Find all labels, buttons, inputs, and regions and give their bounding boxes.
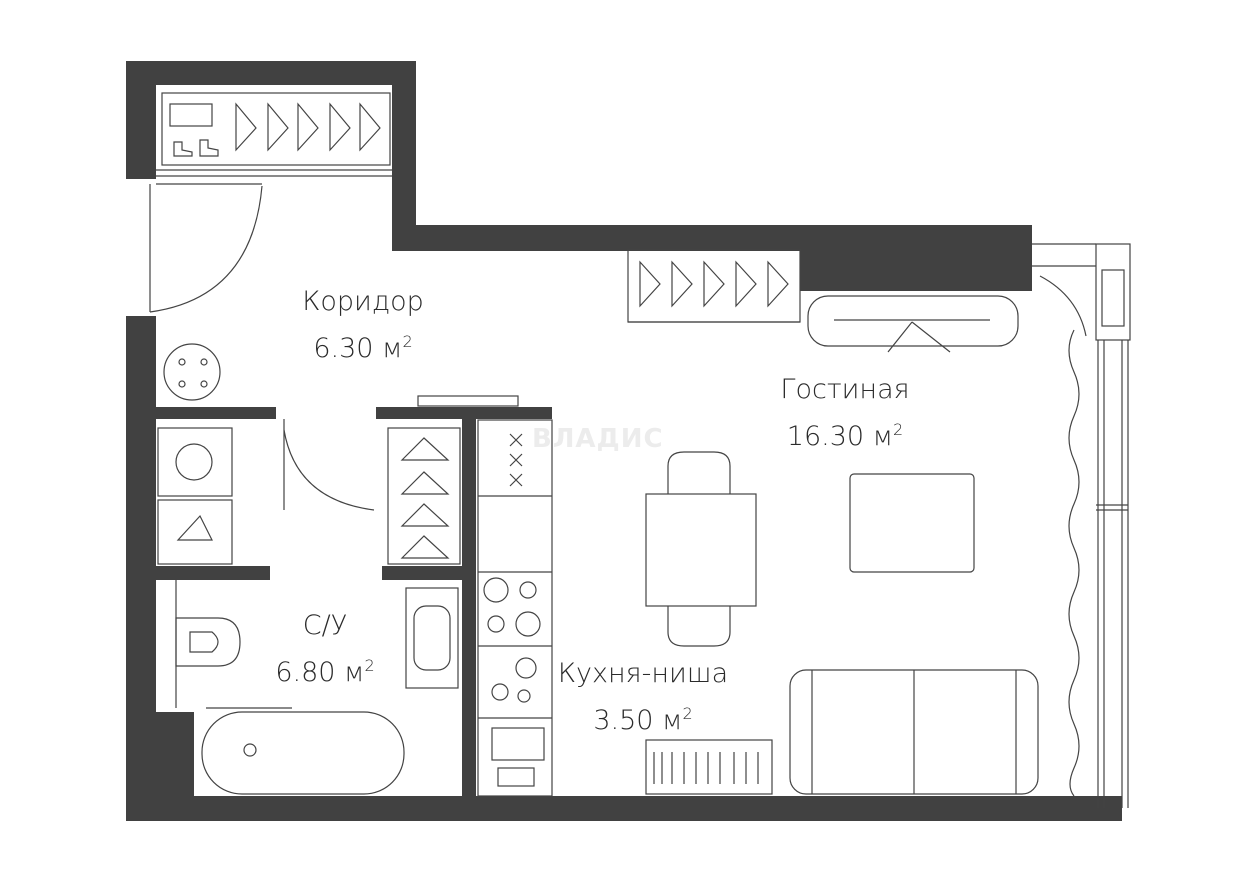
hanger-icon-4 bbox=[329, 102, 351, 152]
entrance-door-arc bbox=[149, 185, 263, 313]
bookshelf bbox=[645, 739, 773, 795]
wardrobe-small-top bbox=[417, 395, 519, 407]
dining-table bbox=[645, 493, 757, 607]
room-area-bathroom: 6.80 м2 bbox=[275, 656, 375, 688]
wall-wardrobe-top bbox=[376, 407, 552, 419]
room-label-kitchen: Кухня-ниша 3.50 м2 bbox=[548, 654, 738, 741]
wall-left-lower bbox=[126, 316, 156, 821]
hanger-small-4 bbox=[400, 535, 450, 559]
pouf-dot-4 bbox=[200, 380, 208, 388]
bathroom-door bbox=[283, 419, 375, 511]
kitchen-plant-3 bbox=[517, 689, 531, 703]
room-area-kitchen: 3.50 м2 bbox=[593, 704, 693, 736]
wall-top-left bbox=[126, 61, 416, 85]
pouf bbox=[163, 343, 221, 401]
coffee-table bbox=[849, 473, 975, 573]
hanger-living-1 bbox=[639, 260, 661, 308]
wall-bottom bbox=[126, 796, 1122, 821]
pouf-dot-2 bbox=[200, 358, 208, 366]
dining-chair-bottom bbox=[667, 606, 731, 647]
hanger-icon-5 bbox=[359, 102, 381, 152]
dining-chair-top bbox=[667, 451, 731, 494]
hanger-icon-2 bbox=[267, 102, 289, 152]
wall-bath-column bbox=[156, 712, 194, 800]
hanger-living-2 bbox=[671, 260, 693, 308]
stove-burner-1 bbox=[483, 577, 509, 603]
living-furniture bbox=[627, 249, 1039, 795]
room-name-bathroom: С/У bbox=[302, 610, 348, 641]
room-name-living: Гостиная bbox=[780, 374, 910, 405]
wardrobe-corridor bbox=[156, 92, 392, 177]
wall-kitchen-divider bbox=[462, 419, 476, 819]
wall-bathroom-mid-left bbox=[156, 566, 270, 580]
fridge-snowflake-icon bbox=[509, 433, 523, 487]
laundry-cabinet bbox=[157, 499, 233, 565]
wardrobe-small-frame bbox=[387, 427, 461, 565]
bathroom-door-arc bbox=[283, 429, 375, 511]
window-frame-upper-inner bbox=[1101, 269, 1125, 327]
curtain-wave bbox=[1068, 329, 1080, 797]
sink-basin bbox=[413, 605, 451, 671]
room-label-living: Гостиная 16.30 м2 bbox=[750, 370, 940, 457]
hanger-small-1 bbox=[400, 437, 450, 461]
hanger-icon-3 bbox=[297, 102, 319, 152]
boots-icon bbox=[173, 139, 219, 157]
bookshelf-books bbox=[653, 752, 759, 784]
bathtub bbox=[201, 711, 405, 795]
tv-stand-legs bbox=[887, 321, 951, 353]
stove-burner-2 bbox=[519, 581, 537, 599]
laundry bbox=[157, 427, 233, 565]
stove-burner-3 bbox=[487, 615, 505, 633]
tv-stand bbox=[807, 295, 1019, 347]
entrance-door bbox=[149, 183, 263, 313]
room-name-kitchen: Кухня-ниша bbox=[557, 658, 729, 689]
hanger-small-3 bbox=[400, 503, 450, 527]
room-label-bathroom: С/У 6.80 м2 bbox=[230, 606, 420, 693]
pouf-circle bbox=[163, 343, 221, 401]
room-area-living: 16.30 м2 bbox=[786, 420, 904, 452]
kitchen-sink bbox=[491, 727, 545, 761]
sink-vanity bbox=[405, 587, 459, 689]
watermark: ВЛАДИС bbox=[532, 424, 664, 454]
kitchen bbox=[477, 419, 553, 797]
window-frame-upper bbox=[1095, 243, 1131, 341]
hanger-icon-1 bbox=[235, 102, 257, 152]
wall-bathroom-top bbox=[156, 407, 276, 419]
wall-left-upper bbox=[126, 61, 156, 179]
kitchen-plant-2 bbox=[491, 683, 509, 701]
washing-machine-drum bbox=[175, 443, 213, 481]
laundry-hanger-icon bbox=[176, 514, 213, 541]
kitchen-counter bbox=[477, 419, 553, 797]
washing-machine bbox=[157, 427, 233, 497]
wall-bathroom-mid-right bbox=[382, 566, 468, 580]
kitchen-sink-2 bbox=[497, 767, 535, 787]
room-label-corridor: Коридор 6.30 м2 bbox=[268, 282, 458, 369]
kitchen-plant-1 bbox=[515, 657, 537, 679]
bathroom-fixtures bbox=[175, 580, 459, 795]
room-name-corridor: Коридор bbox=[302, 286, 424, 317]
pouf-dot-1 bbox=[178, 358, 186, 366]
hanger-small-2 bbox=[400, 471, 450, 495]
hanger-living-5 bbox=[767, 260, 789, 308]
wall-corridor-right bbox=[392, 61, 416, 251]
wardrobe-small bbox=[387, 395, 519, 565]
window-right bbox=[1032, 243, 1131, 808]
pouf-dot-3 bbox=[178, 380, 186, 388]
walls bbox=[126, 61, 1122, 821]
bathtub-drain bbox=[243, 743, 257, 757]
folded-shirt-icon bbox=[169, 103, 213, 127]
wall-top-right-block bbox=[800, 225, 1032, 291]
wardrobe-living-frame bbox=[627, 249, 801, 323]
wardrobe-corridor-frame bbox=[161, 92, 391, 166]
stove-burner-4 bbox=[515, 611, 541, 637]
dining bbox=[645, 451, 757, 647]
hanger-living-3 bbox=[703, 260, 725, 308]
balcony-door-arc bbox=[1039, 275, 1087, 337]
toilet-seat bbox=[189, 631, 219, 653]
room-area-corridor: 6.30 м2 bbox=[313, 332, 413, 364]
hanger-living-4 bbox=[735, 260, 757, 308]
toilet bbox=[175, 617, 241, 667]
